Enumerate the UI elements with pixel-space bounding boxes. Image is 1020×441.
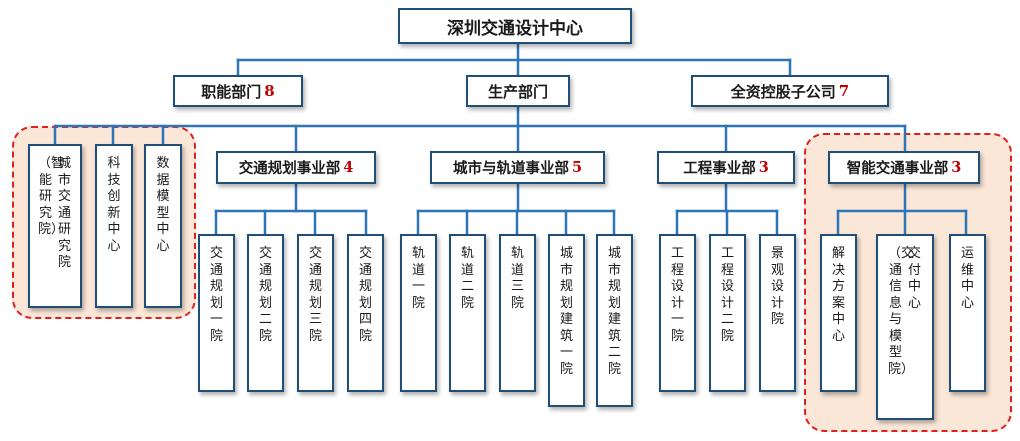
division-unit: 城市规划建筑一院 (548, 234, 585, 407)
production-label: 生产部门 (487, 82, 548, 101)
unit-text-column: 景观设计院 (770, 246, 784, 327)
root-node: 深圳交通设计中心 (398, 8, 632, 44)
division-count: 5 (571, 159, 583, 176)
division-count: 3 (951, 159, 962, 176)
root-label: 深圳交通设计中心 (447, 18, 583, 39)
holding-label: 全资控股子公司 (730, 82, 836, 101)
unit-text-column: 轨道三院 (510, 246, 524, 311)
unit-text-column: （交通信息与模型院） (888, 246, 915, 377)
unit-text-column: 城市规划建筑一院 (559, 246, 573, 377)
unit-text-column: 工程设计一院 (670, 246, 684, 344)
division-unit: 解决方案中心 (820, 234, 857, 392)
functional-label: 职能部门 (201, 82, 262, 101)
unit-text-column: 交通规划一院 (209, 246, 223, 344)
unit-text-column: 交通规划二院 (258, 246, 272, 344)
division-unit: 城市规划建筑二院 (596, 234, 633, 407)
division-label: 工程事业部 (683, 161, 756, 177)
unit-text-column: 解决方案中心 (831, 246, 845, 344)
division-count: 3 (758, 159, 769, 176)
unit-text-column: 科技创新中心 (107, 156, 121, 254)
unit-text-column: 交付中心 (907, 246, 921, 311)
division-unit: 工程设计一院 (659, 234, 696, 392)
division-unit: 交通规划二院 (247, 234, 284, 392)
division-unit: 运维中心 (949, 234, 986, 392)
division-label: 交通规划事业部 (238, 161, 341, 177)
division-unit: 工程设计二院 (709, 234, 746, 392)
functional-unit: 数据模型中心 (144, 144, 182, 308)
functional-unit: 城市交通研究院 （智能研究院） (28, 144, 82, 308)
division-unit: 交通规划一院 (198, 234, 235, 392)
division-unit: 交付中心 （交通信息与模型院） (876, 234, 934, 420)
division-unit: 交通规划四院 (347, 234, 384, 392)
division-label: 城市与轨道事业部 (452, 161, 569, 177)
division-unit: 轨道三院 (499, 234, 536, 392)
functional-count: 8 (264, 82, 275, 100)
division-unit: 轨道二院 (449, 234, 486, 392)
unit-text-column: （智能研究院） (38, 156, 65, 237)
unit-text-column: 数据模型中心 (156, 156, 170, 254)
division-unit: 交通规划三院 (297, 234, 334, 392)
unit-text-column: 轨道一院 (411, 246, 425, 311)
holding-count: 7 (838, 82, 850, 100)
unit-text-column: 工程设计二院 (720, 246, 734, 344)
unit-text-column: 交通规划三院 (308, 246, 322, 344)
division-unit: 轨道一院 (400, 234, 437, 392)
unit-text-column: 城市交通研究院 (57, 156, 71, 270)
production-departments-node: 生产部门 (466, 75, 570, 107)
division-label: 智能交通事业部 (846, 161, 949, 177)
unit-text-column: 轨道二院 (460, 246, 474, 311)
unit-text-column: 城市规划建筑二院 (607, 246, 621, 377)
division-count: 4 (343, 159, 354, 176)
unit-text-column: 运维中心 (960, 246, 974, 311)
functional-unit: 科技创新中心 (95, 144, 133, 308)
division-unit: 景观设计院 (759, 234, 796, 392)
unit-text-column: 交通规划四院 (358, 246, 372, 344)
